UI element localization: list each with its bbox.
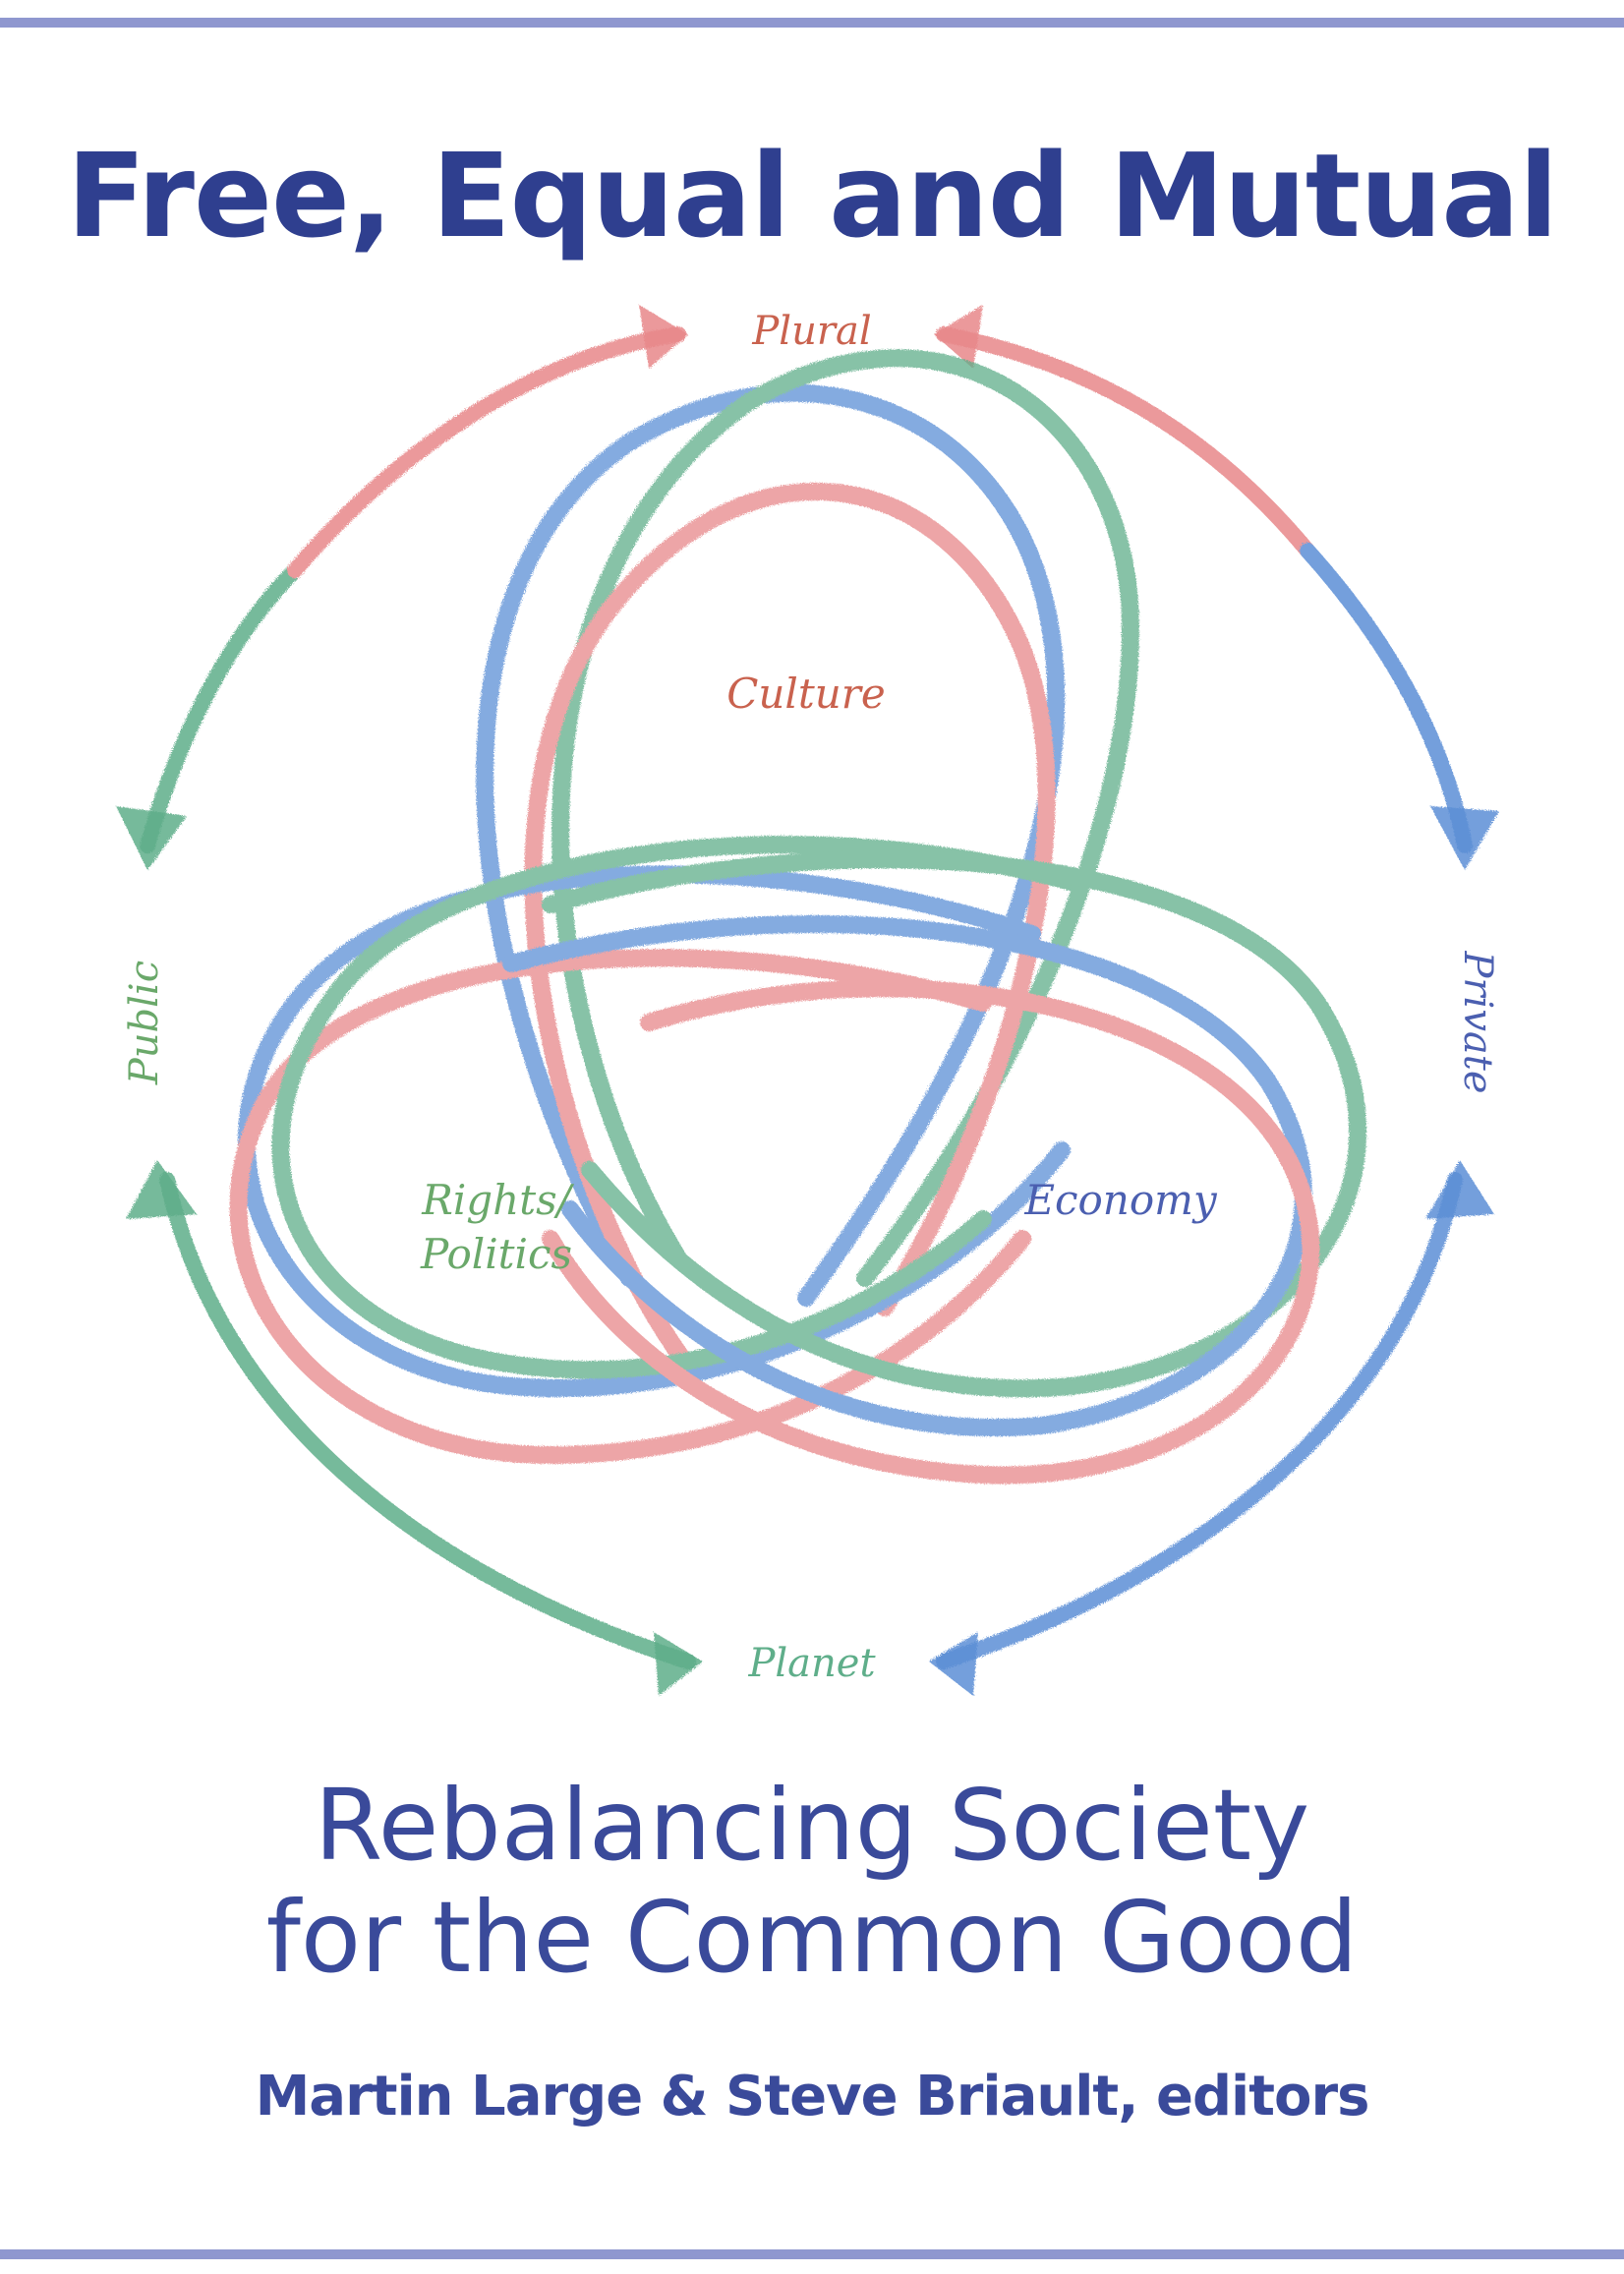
label-politics: Politics — [420, 1230, 572, 1278]
knot-loop-left-green — [271, 836, 1090, 1379]
book-title: Free, Equal and Mutual — [66, 128, 1559, 263]
top-rule — [0, 18, 1624, 28]
subtitle-line-2: for the Common Good — [265, 1880, 1359, 1995]
knot-loop-top-red — [524, 483, 1056, 1375]
label-rights: Rights/ — [421, 1176, 574, 1224]
arrowhead-right-down — [1425, 1160, 1494, 1219]
knot-loop-right-red — [542, 979, 1320, 1485]
label-private: Private — [1455, 950, 1500, 1093]
label-planet: Planet — [747, 1641, 876, 1686]
arc-top-right-blue — [1300, 543, 1473, 853]
subtitle-line-1: Rebalancing Society — [314, 1768, 1310, 1883]
threefold-knot-diagram: Plural Culture Public Private Rights/ Po… — [116, 305, 1500, 1696]
arrowhead-top-left — [639, 305, 688, 369]
label-economy: Economy — [1023, 1176, 1218, 1224]
bottom-rule — [0, 2249, 1624, 2259]
book-subtitle: Rebalancing Society for the Common Good — [0, 1770, 1624, 1994]
knot-loop-right-blue — [502, 915, 1312, 1437]
arrowhead-right-up — [1430, 806, 1499, 870]
arrowhead-left-up — [116, 806, 187, 870]
arrowhead-bottom-left — [654, 1632, 703, 1696]
arrowhead-bottom-right — [929, 1632, 978, 1696]
label-public: Public — [122, 961, 167, 1085]
arc-bottom-left-green — [159, 1172, 696, 1669]
arc-top-left-red — [287, 326, 686, 578]
knot-loop-right-green — [542, 850, 1366, 1398]
arrowhead-top-right — [934, 305, 983, 369]
label-culture: Culture — [726, 670, 885, 718]
arrowhead-left-down — [126, 1160, 197, 1219]
editors-credit: Martin Large & Steve Briault, editors — [255, 2065, 1370, 2128]
arc-top-right-red — [936, 326, 1315, 558]
arc-top-left-green — [140, 562, 303, 853]
arc-bottom-right-blue — [936, 1172, 1463, 1669]
label-plural: Plural — [751, 309, 871, 354]
